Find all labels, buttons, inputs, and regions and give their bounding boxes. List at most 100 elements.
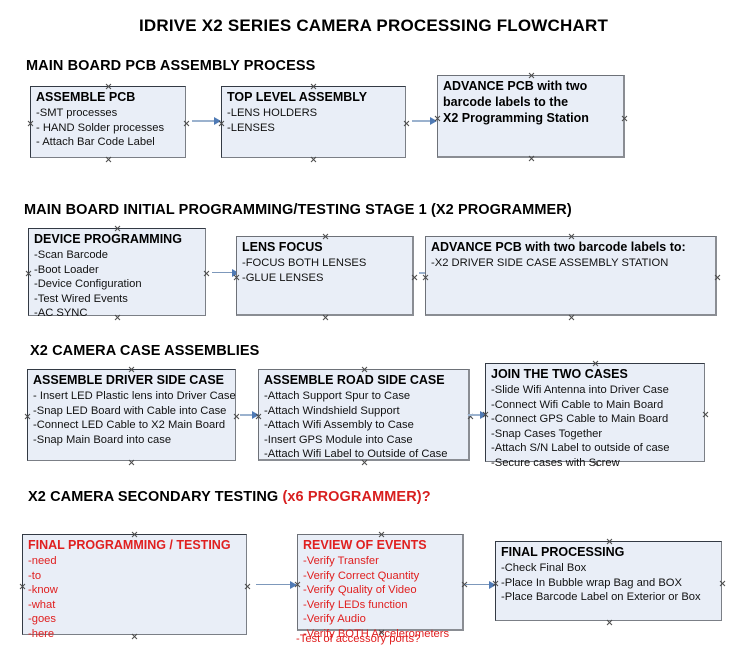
connector-handle-left[interactable] [27,120,34,127]
box-title: REVIEW OF EVENTS [303,538,427,552]
box-line: -Attach Support Spur to Case [264,390,411,402]
box-join-the-two-cases[interactable]: JOIN THE TWO CASES -Slide Wifi Antenna i… [485,360,705,469]
arrow-device-to-lens-focus [212,268,239,277]
box-advance-pcb-programming-station[interactable]: ADVANCE PCB with two barcode labels to t… [437,75,625,158]
box-line: -Verify LEDs function [303,598,408,611]
connector-handle-top[interactable] [114,225,121,232]
box-advance-pcb-driver-side-station[interactable]: ADVANCE PCB with two barcode labels to: … [425,236,717,316]
box-line-overflow: -Test of accessory ports? [296,633,421,645]
connector-handle-bottom[interactable] [105,156,112,163]
connector-handle-left[interactable] [24,413,31,420]
box-assemble-road-side-case[interactable]: ASSEMBLE ROAD SIDE CASE -Attach Support … [258,369,470,461]
section-heading-pcb-assembly: MAIN BOARD PCB ASSEMBLY PROCESS [26,58,316,74]
section-heading-case-assemblies: X2 CAMERA CASE ASSEMBLIES [30,343,260,359]
box-title: LENS FOCUS [242,240,323,254]
box-final-processing[interactable]: FINAL PROCESSING -Check Final Box -Place… [495,541,722,621]
arrow-head-icon [290,580,297,589]
box-line: -here [28,627,55,640]
box-line: -Place In Bubble wrap Bag and BOX [501,576,682,589]
box-top-level-assembly[interactable]: TOP LEVEL ASSEMBLY -LENS HOLDERS -LENSES [221,86,406,158]
box-line: -Verify Audio [303,613,366,625]
connector-handle-right[interactable] [714,274,721,281]
box-assemble-driver-side-case[interactable]: ASSEMBLE DRIVER SIDE CASE - Insert LED P… [27,369,236,461]
connector-handle-right[interactable] [621,115,628,122]
box-device-programming[interactable]: DEVICE PROGRAMMING -Scan Barcode -Boot L… [25,225,206,319]
connector-handle-top[interactable] [592,360,599,367]
box-line: -Attach S/N Label to outside of case [491,442,670,454]
box-line: -Verify Correct Quantity [303,569,420,582]
box-line: -Snap Cases Together [491,427,603,440]
box-title: ADVANCE PCB with two [443,79,588,93]
arrow-head-icon [430,117,437,125]
box-review-of-events[interactable]: REVIEW OF EVENTS -Verify Transfer -Verif… [296,531,464,645]
connector-handle-top[interactable] [310,83,317,90]
box-final-programming-testing[interactable]: FINAL PROGRAMMING / TESTING -need -to -k… [19,531,247,640]
box-assemble-pcb[interactable]: ASSEMBLE PCB -SMT processes - HAND Solde… [30,86,186,158]
box-line: -Attach Wifi Label to Outside of Case [264,448,448,460]
connector-handle-bottom[interactable] [568,314,575,321]
arrow-pcb-to-top-level [192,117,221,125]
connector-handle-right[interactable] [183,120,190,127]
connector-handle-top[interactable] [606,538,613,545]
arrow-head-icon [480,411,487,419]
box-line: -Secure cases with Screw [491,456,620,469]
box-line: -what [28,598,56,611]
box-line: -Scan Barcode [34,249,109,261]
connector-handle-bottom[interactable] [128,459,135,466]
box-line: - Insert LED Plastic lens into Driver Ca… [33,390,236,402]
box-title: DEVICE PROGRAMMING [34,232,182,246]
box-line: - Attach Bar Code Label [36,136,155,148]
box-line: -SMT processes [36,107,118,119]
connector-handle-top[interactable] [568,233,575,240]
connector-handle-left[interactable] [422,274,429,281]
connector-handle-right[interactable] [702,411,709,418]
connector-handle-top[interactable] [105,83,112,90]
box-line: -Connect LED Cable to X2 Main Board [33,419,226,431]
box-line: -Test Wired Events [34,292,128,305]
box-title: ADVANCE PCB with two barcode labels to: [431,240,686,254]
connector-handle-top[interactable] [128,366,135,373]
connector-handle-bottom[interactable] [310,156,317,163]
box-line: -Attach Wifi Assembly to Case [264,419,414,431]
arrow-driver-case-to-road-case [240,411,259,419]
connector-handle-right[interactable] [411,274,418,281]
box-line: -Connect GPS Cable to Main Board [491,413,669,425]
connector-handle-top[interactable] [131,531,138,538]
connector-handle-left[interactable] [25,270,32,277]
box-line: -Attach Windshield Support [264,404,400,417]
section-heading-secondary-testing: X2 CAMERA SECONDARY TESTING (x6 PROGRAMM… [28,489,431,505]
box-line: -goes [28,613,56,625]
box-line: -X2 DRIVER SIDE CASE ASSEMBLY STATION [431,257,669,269]
section-heading-initial-programming: MAIN BOARD INITIAL PROGRAMMING/TESTING S… [24,202,572,218]
connector-handle-top[interactable] [322,233,329,240]
connector-handle-bottom[interactable] [322,314,329,321]
box-title: ASSEMBLE PCB [36,90,136,104]
box-line: -Connect Wifi Cable to Main Board [491,398,664,411]
connector-handle-top[interactable] [528,72,535,79]
arrow-head-icon [214,117,221,125]
connector-handle-top[interactable] [361,366,368,373]
box-line: -GLUE LENSES [242,271,324,284]
arrow-top-level-to-advance [412,117,437,125]
box-lens-focus[interactable]: LENS FOCUS -FOCUS BOTH LENSES -GLUE LENS… [236,236,414,316]
arrow-head-icon [232,268,239,277]
box-line: -Snap LED Board with Cable into Case [33,404,227,417]
connector-handle-right[interactable] [233,413,240,420]
connector-handle-right[interactable] [403,120,410,127]
box-line: -Place Barcode Label on Exterior or Box [501,591,701,603]
box-title-line2: barcode labels to the [443,95,569,109]
section-heading-accent: (x6 PROGRAMMER)? [282,489,431,505]
connector-handle-right[interactable] [244,583,251,590]
connector-handle-bottom[interactable] [606,619,613,626]
box-line: -to [28,569,42,582]
box-line: -Slide Wifi Antenna into Driver Case [491,384,669,396]
connector-handle-left[interactable] [19,583,26,590]
box-line: -FOCUS BOTH LENSES [242,257,367,269]
connector-handle-bottom[interactable] [528,155,535,162]
connector-handle-right[interactable] [719,580,726,587]
box-line: -Insert GPS Module into Case [264,433,413,446]
connector-handle-top[interactable] [378,531,385,538]
box-line: -know [28,584,58,596]
connector-handle-right[interactable] [203,270,210,277]
